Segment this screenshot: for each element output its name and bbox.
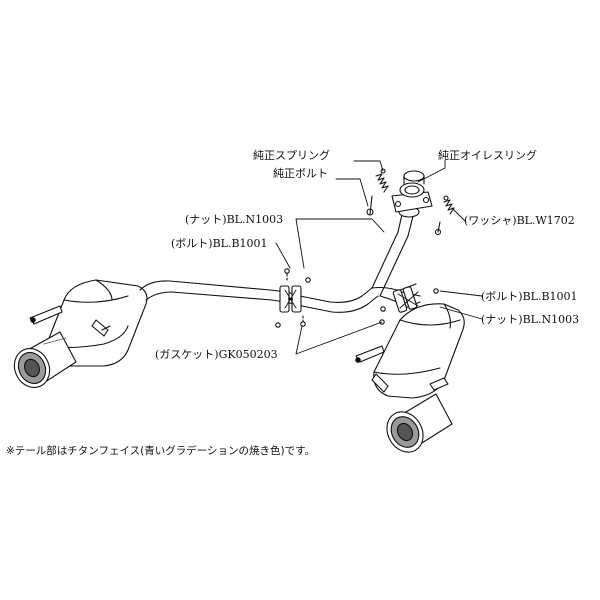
right-tail-tip <box>386 393 453 453</box>
label-nut-left: (ナット)BL.N1003 <box>185 213 284 226</box>
leader-lines <box>275 159 483 355</box>
label-bolt-right: (ボルト)BL.B1001 <box>481 290 578 303</box>
right-muffler <box>355 303 465 399</box>
left-muffler <box>29 279 148 367</box>
stock-spring-bolt <box>366 168 389 216</box>
left-pipe <box>139 280 379 313</box>
left-flange-joint <box>275 268 311 328</box>
label-nut-right: (ナット)BL.N1003 <box>481 313 580 326</box>
footnote: ※テール部はチタンフェイス(青いグラデーションの焼き色)です。 <box>6 445 316 457</box>
washer-bolt <box>434 195 455 236</box>
left-tail-tip <box>13 331 77 389</box>
front-flange <box>391 170 433 218</box>
label-bolt-left: (ボルト)BL.B1001 <box>171 237 268 250</box>
label-oilless-ring: 純正オイレスリング <box>438 149 537 162</box>
label-stock-spring: 純正スプリング <box>253 149 330 162</box>
right-flange-joint <box>379 283 439 325</box>
label-stock-bolt: 純正ボルト <box>273 167 328 180</box>
label-washer: (ワッシャ)BL.W1702 <box>464 214 575 227</box>
label-gasket: (ガスケット)GK050203 <box>155 348 278 361</box>
